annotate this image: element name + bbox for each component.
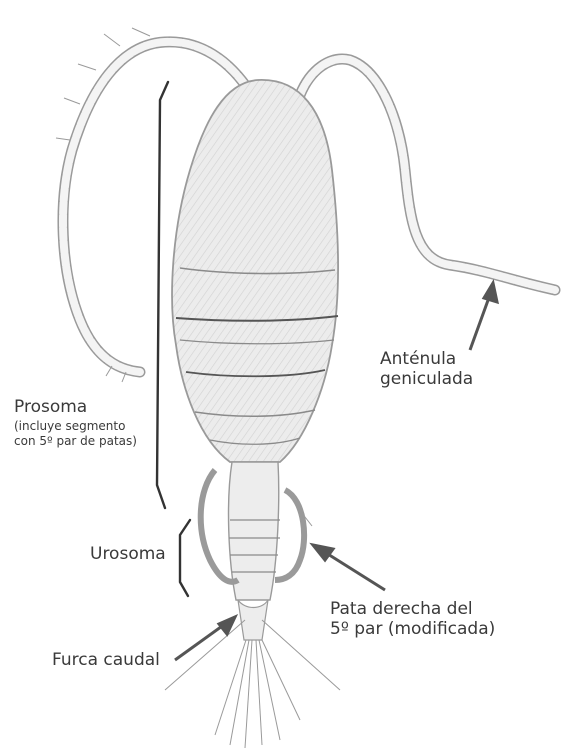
pata-label-line1: Pata derecha del: [330, 600, 473, 620]
prosoma-note-line1: (incluye segmento: [14, 419, 125, 434]
prosoma-label: Prosoma: [14, 398, 87, 418]
antenula-label-line2: geniculada: [380, 370, 473, 390]
antenula-label-line1: Anténula: [380, 350, 456, 370]
furca-caudal-label: Furca caudal: [52, 651, 160, 671]
prosoma-note-line2: con 5º par de patas): [14, 434, 137, 449]
prosoma-body: [172, 80, 338, 462]
urosoma-body: [229, 462, 280, 640]
prosoma-bracket: [157, 82, 168, 508]
urosoma-label: Urosoma: [90, 545, 166, 565]
pata-label-line2: 5º par (modificada): [330, 620, 495, 640]
urosoma-bracket: [180, 520, 190, 596]
